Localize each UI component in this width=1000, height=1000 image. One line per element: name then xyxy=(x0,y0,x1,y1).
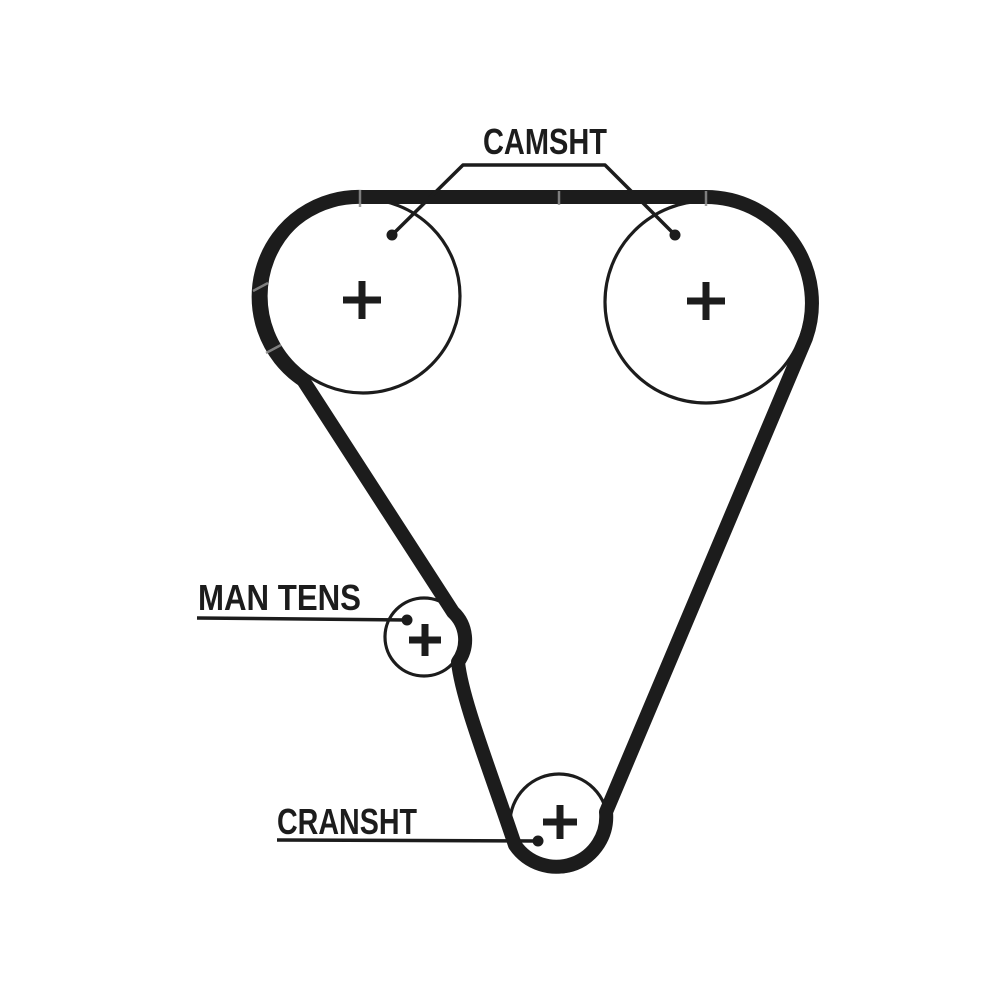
tensioner-leader-dot xyxy=(401,614,413,626)
camshaft-leader-dot xyxy=(669,229,681,241)
timing-mark-belt-west-upper xyxy=(252,281,269,293)
center-marks-layer xyxy=(343,281,725,839)
timing-mark-belt-west-lower xyxy=(265,343,282,355)
crankshaft-label: CRANSHT xyxy=(277,801,417,842)
timing-marks-layer xyxy=(252,190,708,355)
tensioner-leader xyxy=(196,616,408,622)
camshaft-leader-dot xyxy=(386,229,398,241)
belt-layer xyxy=(251,189,819,874)
crankshaft-pulley-center-plus-icon xyxy=(543,805,577,839)
manual-tensioner-label: MAN TENS xyxy=(198,577,361,618)
leader-lines-layer xyxy=(196,163,681,847)
crankshaft-leader xyxy=(276,838,539,843)
camshaft-label: CAMSHT xyxy=(483,121,607,162)
camshaft-leader xyxy=(390,163,677,237)
camshaft-pulley-right-center-plus-icon xyxy=(687,282,725,320)
timing-belt xyxy=(251,189,819,874)
camshaft-pulley-left-center-plus-icon xyxy=(343,281,381,319)
crankshaft-leader-dot xyxy=(532,835,544,847)
tensioner-pulley-center-plus-icon xyxy=(409,624,441,656)
